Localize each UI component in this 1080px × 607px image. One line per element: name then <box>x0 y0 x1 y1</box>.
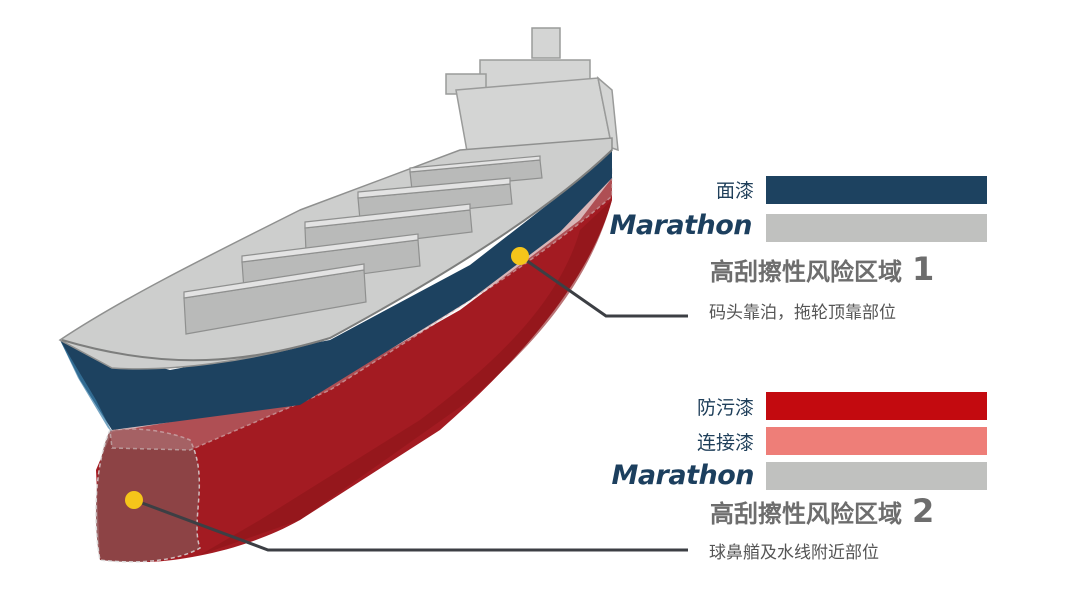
cargo-hatches <box>183 155 543 335</box>
marathon-label-2: Marathon <box>611 460 754 491</box>
tiecoat-label: 连接漆 <box>696 432 754 454</box>
topcoat-swatch <box>766 176 987 204</box>
antifouling-swatch <box>766 392 987 420</box>
marathon-label-1: Marathon <box>609 210 752 241</box>
bow-side-light <box>60 340 112 432</box>
zone-2-title: 高刮擦性风险区域 2 <box>710 492 934 530</box>
antifouling-label: 防污漆 <box>696 397 754 419</box>
leader-line-zone-2 <box>133 498 688 552</box>
topcoat-label: 面漆 <box>715 180 754 202</box>
marathon-swatch-1 <box>766 214 987 242</box>
zone-1-description: 码头靠泊，拖轮顶靠部位 <box>709 303 896 323</box>
hull-topside-blue <box>60 150 612 430</box>
zone-1-title: 高刮擦性风险区域 1 <box>710 250 934 288</box>
zone-1-title-text: 高刮擦性风险区域 <box>710 258 902 286</box>
marathon-swatch-2 <box>766 462 987 490</box>
zone-2-marker <box>125 491 143 509</box>
tiecoat-swatch <box>766 427 987 455</box>
zone-2-title-text: 高刮擦性风险区域 <box>710 500 902 528</box>
waterline-zone <box>109 167 613 451</box>
zone-2-description: 球鼻艏及水线附近部位 <box>709 543 879 563</box>
leader-line-zone-1 <box>519 254 688 318</box>
zone-2-number: 2 <box>912 492 935 530</box>
deck-edge <box>61 149 613 362</box>
zone-1-number: 1 <box>912 250 935 288</box>
zone-1-marker <box>511 247 529 265</box>
